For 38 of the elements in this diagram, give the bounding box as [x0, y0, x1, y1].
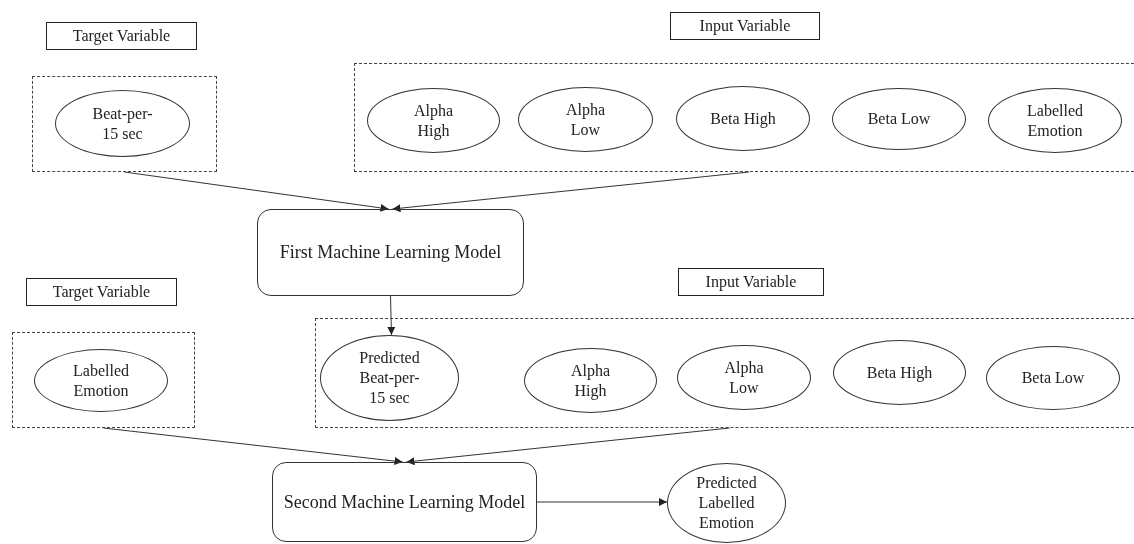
model-box [272, 462, 537, 542]
heading-box [26, 278, 177, 306]
model-label: First Machine Learning Model [278, 241, 503, 264]
arrow [536, 498, 668, 506]
arrow [103, 427, 403, 466]
heading-text: Target Variable [71, 26, 172, 46]
variable-label: Beta Low [866, 109, 932, 129]
arrow [406, 427, 730, 466]
dashed-group-box [32, 76, 217, 172]
variable-label: Alpha High [569, 360, 612, 401]
variable-label: Alpha Low [564, 99, 607, 140]
heading-text: Input Variable [704, 272, 798, 292]
arrow [124, 171, 389, 212]
model-box [257, 209, 524, 296]
variable-label: Predicted Labelled Emotion [695, 473, 758, 533]
variable-label: Beta High [709, 108, 777, 129]
variable-ellipse [988, 88, 1122, 153]
variable-label: Alpha High [412, 100, 455, 141]
variable-label: Alpha Low [723, 357, 765, 398]
variable-ellipse [676, 86, 810, 151]
heading-box [670, 12, 820, 40]
heading-text: Input Variable [698, 16, 792, 36]
dashed-group-box [354, 63, 1134, 172]
variable-label: Beta High [865, 362, 934, 383]
variable-label: Labelled Emotion [1026, 100, 1084, 141]
model-label: Second Machine Learning Model [282, 490, 527, 514]
dashed-group-box [12, 332, 195, 428]
variable-ellipse [677, 345, 811, 410]
variable-label: Predicted Beat-per-15 sec [358, 348, 421, 408]
dashed-group-box [315, 318, 1134, 428]
heading-box [46, 22, 197, 50]
arrow [392, 171, 750, 213]
variable-label: Labelled Emotion [72, 360, 130, 401]
variable-label: Beta Low [1020, 368, 1086, 388]
variable-label: Beat-per-15 sec [91, 103, 154, 144]
heading-text: Target Variable [51, 282, 152, 302]
arrow [387, 295, 396, 336]
heading-box [678, 268, 824, 296]
